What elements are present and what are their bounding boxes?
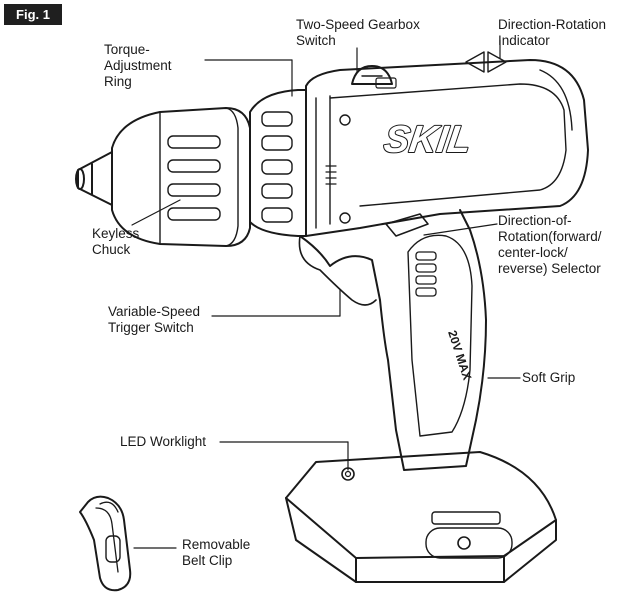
skil-logo: SKIL bbox=[381, 118, 474, 161]
handle bbox=[298, 209, 487, 471]
label-torque-ring: Torque- Adjustment Ring bbox=[104, 42, 172, 89]
leader-selector bbox=[423, 223, 498, 236]
battery-base bbox=[285, 451, 557, 583]
label-selector: Direction-of- Rotation(forward/ center-l… bbox=[498, 213, 602, 276]
leader-lines bbox=[131, 39, 521, 549]
figure-badge: Fig. 1 bbox=[4, 4, 62, 25]
label-trigger-switch: Variable-Speed Trigger Switch bbox=[108, 304, 201, 335]
belt-clip bbox=[79, 495, 132, 592]
two-speed-switch bbox=[351, 65, 397, 89]
label-led-worklight: LED Worklight bbox=[120, 434, 207, 449]
label-soft-grip: Soft Grip bbox=[522, 370, 576, 385]
label-keyless-chuck: Keyless Chuck bbox=[92, 226, 140, 257]
label-two-speed-switch: Two-Speed Gearbox Switch bbox=[296, 17, 420, 48]
leader-keyless-chuck bbox=[131, 199, 181, 226]
motor-housing bbox=[305, 59, 589, 237]
keyless-chuck-body bbox=[111, 107, 251, 247]
torque-ring bbox=[249, 89, 307, 237]
label-direction-indicator: Direction-Rotation Indicator bbox=[498, 17, 607, 48]
label-belt-clip: Removable Belt Clip bbox=[182, 537, 251, 568]
chuck-tip bbox=[75, 151, 113, 206]
direction-indicator bbox=[465, 51, 507, 73]
branding: SKIL 20V MAX bbox=[380, 117, 475, 382]
